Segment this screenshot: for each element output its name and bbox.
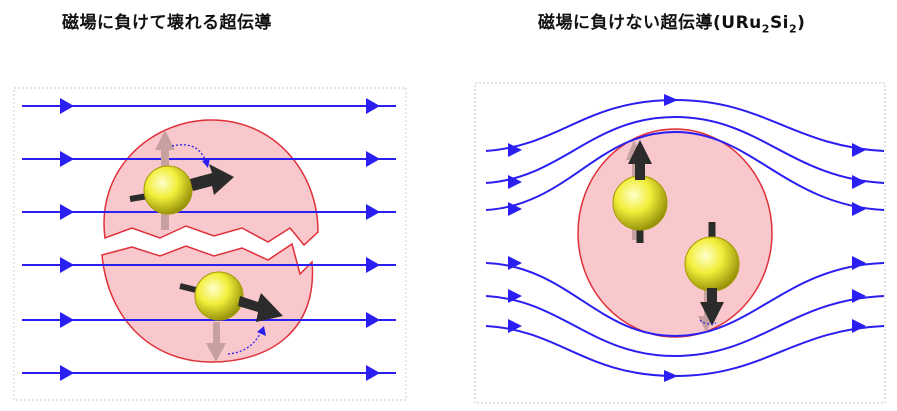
field-line <box>485 115 885 184</box>
field-line-arrow-icon <box>852 289 866 303</box>
field-line-arrow-icon <box>508 143 522 157</box>
superconductor-sphere <box>577 128 773 338</box>
spin-tail <box>179 283 197 293</box>
formula-si: Si <box>769 13 790 33</box>
left-panel-border <box>13 87 407 401</box>
electron-sphere-icon <box>194 271 244 321</box>
field-line-arrow-icon <box>60 257 74 273</box>
electron-sphere-icon <box>684 236 740 292</box>
left-panel-title: 磁場に負けて壊れる超伝導 <box>62 13 272 33</box>
electron-sphere-icon <box>143 165 193 215</box>
rotation-arrowhead-icon <box>257 326 266 336</box>
rotation-arrowhead-icon <box>202 158 210 168</box>
field-line-arrow-icon <box>664 370 678 382</box>
right-field-arrows <box>508 94 866 382</box>
field-line-arrow-icon <box>366 365 380 381</box>
field-line-arrow-icon <box>508 256 522 270</box>
formula-open-paren: ( <box>713 13 722 33</box>
rotation-arrow-icon <box>227 329 263 355</box>
chemical-formula: (URu2Si2) <box>713 13 806 36</box>
field-line-arrow-icon <box>60 204 74 220</box>
field-line-arrow-icon <box>366 98 380 114</box>
field-line-arrow-icon <box>366 257 380 273</box>
field-line-arrow-icon <box>508 289 522 303</box>
field-line-arrow-icon <box>60 312 74 328</box>
right-upper-electron <box>612 140 668 243</box>
field-line-arrow-icon <box>508 175 522 189</box>
rotation-arrow-icon <box>699 319 717 325</box>
field-line <box>485 130 885 211</box>
field-line-arrow-icon <box>366 151 380 167</box>
field-line-arrow-icon <box>508 319 522 333</box>
field-line-arrow-icon <box>664 94 678 106</box>
right-title-prefix: 磁場に負けない超伝導 <box>538 13 713 33</box>
field-line-arrow-icon <box>60 98 74 114</box>
field-line <box>485 262 885 338</box>
right-panel-title: 磁場に負けない超伝導(URu2Si2) <box>538 8 805 35</box>
field-line-arrow-icon <box>852 175 866 189</box>
field-line <box>485 295 885 358</box>
electron-sphere-icon <box>612 175 668 231</box>
spin-arrow-icon <box>700 288 724 326</box>
field-line-arrow-icon <box>508 202 522 216</box>
formula-sub-2: 2 <box>789 22 798 36</box>
field-line-arrow-icon <box>852 319 866 333</box>
left-lower-electron <box>179 271 283 362</box>
left-upper-electron <box>129 130 234 230</box>
spin-arrow-icon <box>190 164 234 195</box>
formula-uru: URu <box>721 13 762 33</box>
left-field-arrows <box>60 98 380 381</box>
field-line-arrow-icon <box>852 202 866 216</box>
field-line-arrow-icon <box>366 312 380 328</box>
right-panel <box>474 82 886 404</box>
spin-arrow-icon <box>238 293 283 322</box>
field-line-arrow-icon <box>60 151 74 167</box>
rotation-arrow-icon <box>171 144 207 163</box>
field-line-arrow-icon <box>366 204 380 220</box>
field-line-arrow-icon <box>852 256 866 270</box>
faded-spin-arrow-icon <box>206 322 226 362</box>
spin-arrow-icon <box>628 140 652 180</box>
formula-close-paren: ) <box>797 13 806 33</box>
left-panel <box>13 87 407 401</box>
right-lower-electron <box>684 222 740 332</box>
field-line-arrow-icon <box>852 143 866 157</box>
field-line-arrow-icon <box>60 365 74 381</box>
formula-sub-1: 2 <box>761 22 770 36</box>
right-panel-border <box>474 82 886 404</box>
